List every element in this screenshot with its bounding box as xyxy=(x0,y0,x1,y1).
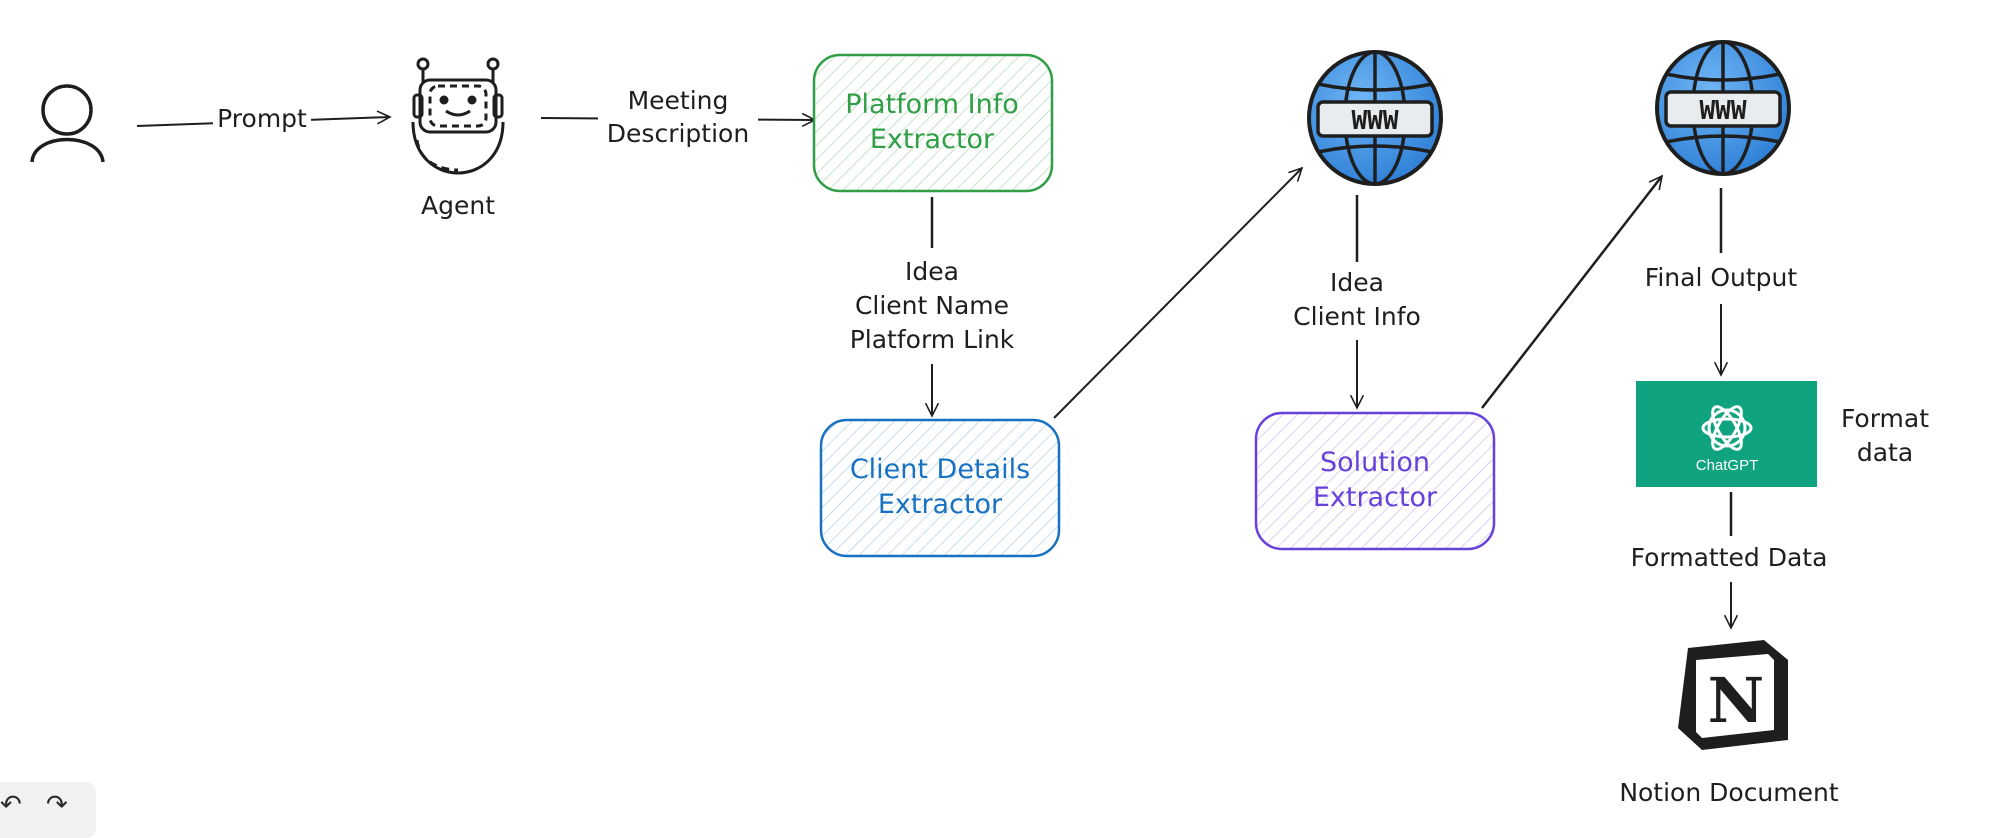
robot-icon xyxy=(411,57,505,175)
solution-label-line1: Solution xyxy=(1320,447,1430,478)
client-info-label-line2: Client Info xyxy=(1293,302,1421,331)
final-output-label: Final Output xyxy=(1645,263,1798,292)
client-details-label-line1: Client Details xyxy=(850,454,1030,485)
solution-to-web-arrow xyxy=(1481,176,1662,409)
undo-redo-toolbar: ↶ ↷ xyxy=(0,782,96,838)
client-details-extractor-node[interactable]: Client Details Extractor xyxy=(819,418,1061,558)
client-to-web-arrow xyxy=(1053,168,1302,419)
redo-icon[interactable]: ↷ xyxy=(46,790,68,820)
globe-icon: WWW xyxy=(1655,40,1791,176)
platform-info-label-line2: Extractor xyxy=(870,124,995,155)
globe-icon: WWW xyxy=(1307,50,1443,186)
agent-label: Agent xyxy=(421,191,495,220)
prompt-label: Prompt xyxy=(217,104,307,133)
client-details-label-line2: Extractor xyxy=(878,489,1003,520)
web1-www-text: WWW xyxy=(1352,106,1399,136)
idea-label-line2: Client Name xyxy=(855,291,1009,320)
openai-icon xyxy=(1701,405,1753,451)
formatted-data-label: Formatted Data xyxy=(1631,543,1828,572)
notion-letter: N xyxy=(1708,664,1765,737)
web2-www-text: WWW xyxy=(1700,96,1747,126)
idea-label-line3: Platform Link xyxy=(850,325,1015,354)
user-icon xyxy=(30,84,105,163)
client-info-label-line1: Idea xyxy=(1330,268,1384,297)
solution-label-line2: Extractor xyxy=(1313,482,1438,513)
idea-label-line1: Idea xyxy=(905,257,959,286)
meeting-label-line2: Description xyxy=(607,119,749,148)
meeting-label-line1: Meeting xyxy=(628,86,729,115)
platform-info-label-line1: Platform Info xyxy=(845,89,1019,120)
solution-extractor-node[interactable]: Solution Extractor xyxy=(1254,411,1496,551)
format-data-label-line2: data xyxy=(1857,438,1913,467)
chatgpt-label: ChatGPT xyxy=(1696,457,1759,474)
format-data-label-line1: Format xyxy=(1841,404,1929,433)
platform-info-extractor-node[interactable]: Platform Info Extractor xyxy=(812,53,1054,193)
notion-icon: N xyxy=(1678,640,1788,750)
undo-icon[interactable]: ↶ xyxy=(0,790,22,820)
chatgpt-node[interactable]: ChatGPT xyxy=(1636,381,1817,487)
notion-document-label: Notion Document xyxy=(1619,778,1839,807)
